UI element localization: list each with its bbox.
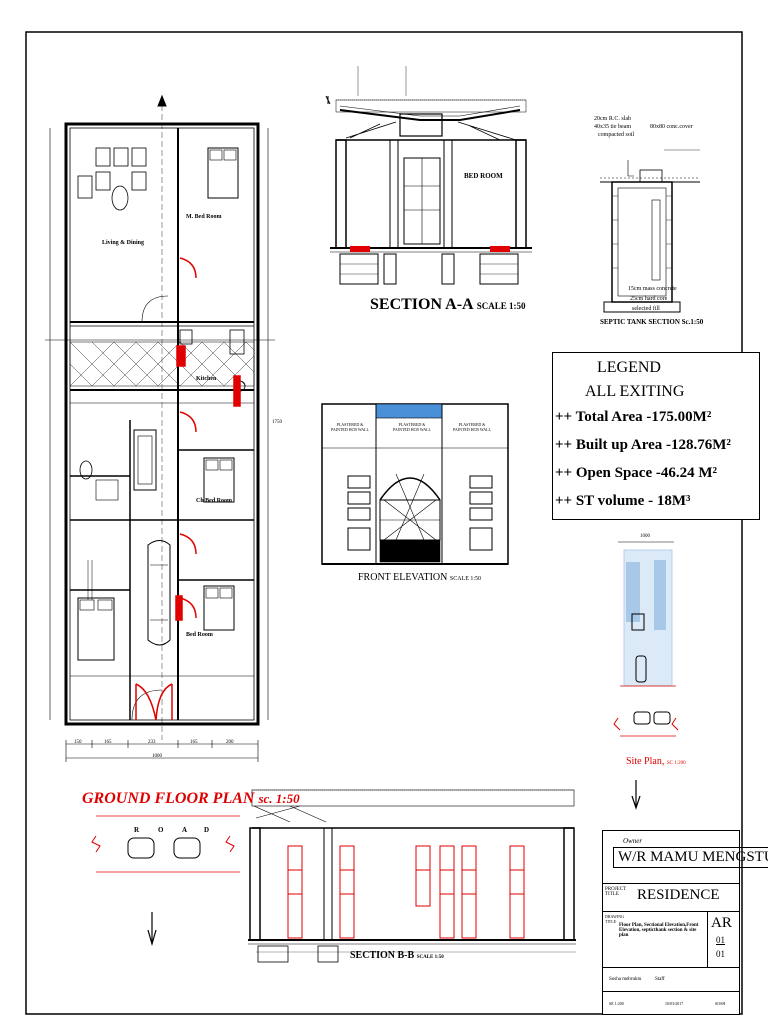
checked-by: Staff [655, 977, 665, 982]
septic-title: SEPTIC TANK SECTION Sc.1:50 [600, 318, 704, 326]
room-kitchen: Kitchen [196, 376, 217, 382]
section-aa-title: SECTION A-A SCALE 1:50 [370, 296, 526, 313]
room-master-bed: M. Bed Room [186, 214, 222, 220]
section-aa-red-marks [350, 246, 510, 252]
elevation-note-3: PLASTERED & PAINTED HCB WALL [452, 422, 491, 432]
road-letter-r: R [134, 826, 140, 834]
drawing-label: DRAWING TITLE [605, 914, 625, 924]
floor-plan-dimensions [65, 740, 259, 762]
dim-5: 200 [226, 740, 234, 745]
sheet-border [25, 31, 743, 1015]
dim-4: 165 [190, 740, 198, 745]
floor-plan-red-elements [135, 257, 241, 721]
title-block: Owner W/R MAMU MENGSTU PROJECT TITLE RES… [602, 830, 768, 1015]
room-bed: Bed Room [186, 632, 213, 638]
drawing-title: Floor Plan, Sectional Elevation,Front El… [619, 923, 699, 938]
room-living-dining: Living & Dining [102, 240, 145, 246]
septic-note-5: 15cm mass concrete [628, 286, 677, 292]
septic-note-4: 80x80 conc.cover [650, 124, 693, 130]
legend-total-area: ++ Total Area -175.00M² [555, 409, 712, 425]
section-aa-drawing [325, 66, 532, 285]
elevation-note-2: PLASTERED & PAINTED HCB WALL [392, 422, 431, 432]
septic-note-2: 40x35 tie beam [594, 124, 631, 130]
date-value: 10/03/2017 [665, 1001, 684, 1006]
section-bb-drawing [248, 789, 576, 963]
dim-total: 1000 [152, 754, 162, 759]
septic-note-7: selected fill [632, 306, 660, 312]
legend-subtitle: ALL EXITING [585, 383, 685, 400]
site-plan-scale: SC 1:200 [666, 761, 686, 766]
dim-1: 150 [74, 740, 82, 745]
septic-tank-section [600, 149, 700, 313]
section-bb-title: SECTION B-B SCALE 1:50 [350, 950, 444, 961]
owner-label: Owner [623, 837, 643, 845]
room-child-bed: Ch Bed Room [196, 498, 233, 504]
ground-floor-plan-title: GROUND FLOOR PLAN sc. 1:50 [82, 790, 300, 807]
legend-built-up-area: ++ Built up Area -128.76M² [555, 437, 731, 453]
site-plan-drawing [613, 541, 679, 810]
location-value: SOSH [715, 1001, 726, 1006]
septic-note-1: 20cm R.C. slab [594, 116, 631, 122]
ground-floor-plan-scale: sc. 1:50 [258, 791, 300, 806]
section-aa-scale: SCALE 1:50 [476, 301, 526, 311]
section-bb-scale: SCALE 1:50 [416, 955, 444, 960]
legend-open-space: ++ Open Space -46.24 M² [555, 465, 718, 481]
drawn-by: Sosha mebruktu [609, 977, 642, 982]
sheet-total: 01 [716, 949, 725, 959]
front-elevation-scale: SCALE 1:50 [449, 576, 482, 582]
legend-title: LEGEND [597, 359, 661, 376]
road-letter-a: A [182, 826, 188, 834]
front-elevation-title: FRONT ELEVATION SCALE 1:50 [358, 572, 482, 583]
front-elevation-drawing [321, 403, 509, 565]
septic-note-3: compacted soil [598, 132, 635, 138]
project-title: RESIDENCE [637, 887, 720, 903]
road-letter-o: O [158, 826, 164, 834]
elevation-note-1: PLASTERED & PAINTED HCB WALL [330, 422, 369, 432]
scale-value: SE 1:200 [609, 1001, 624, 1006]
legend-box: LEGEND ALL EXITING ++ Total Area -175.00… [552, 352, 760, 520]
owner-name: W/R MAMU MENGSTU [613, 847, 768, 868]
project-label: PROJECT TITLE [605, 887, 627, 897]
site-plan-dim: 1000 [640, 534, 650, 539]
road [91, 815, 240, 947]
section-aa-room-label: BED ROOM [464, 172, 503, 180]
ground-floor-plan [45, 94, 275, 740]
dim-2: 165 [104, 740, 112, 745]
legend-st-volume: ++ ST volume - 18M³ [555, 493, 691, 509]
septic-note-6: 25cm hard core [630, 296, 668, 302]
sheet-code: AR [711, 915, 732, 931]
section-bb-openings [287, 845, 525, 939]
sheet-number: 01 [716, 935, 725, 945]
dim-side-total: 1750 [272, 420, 282, 425]
dim-3: 233 [148, 740, 156, 745]
site-plan-title: Site Plan, SC 1:200 [626, 756, 686, 767]
road-letter-d: D [204, 826, 210, 834]
